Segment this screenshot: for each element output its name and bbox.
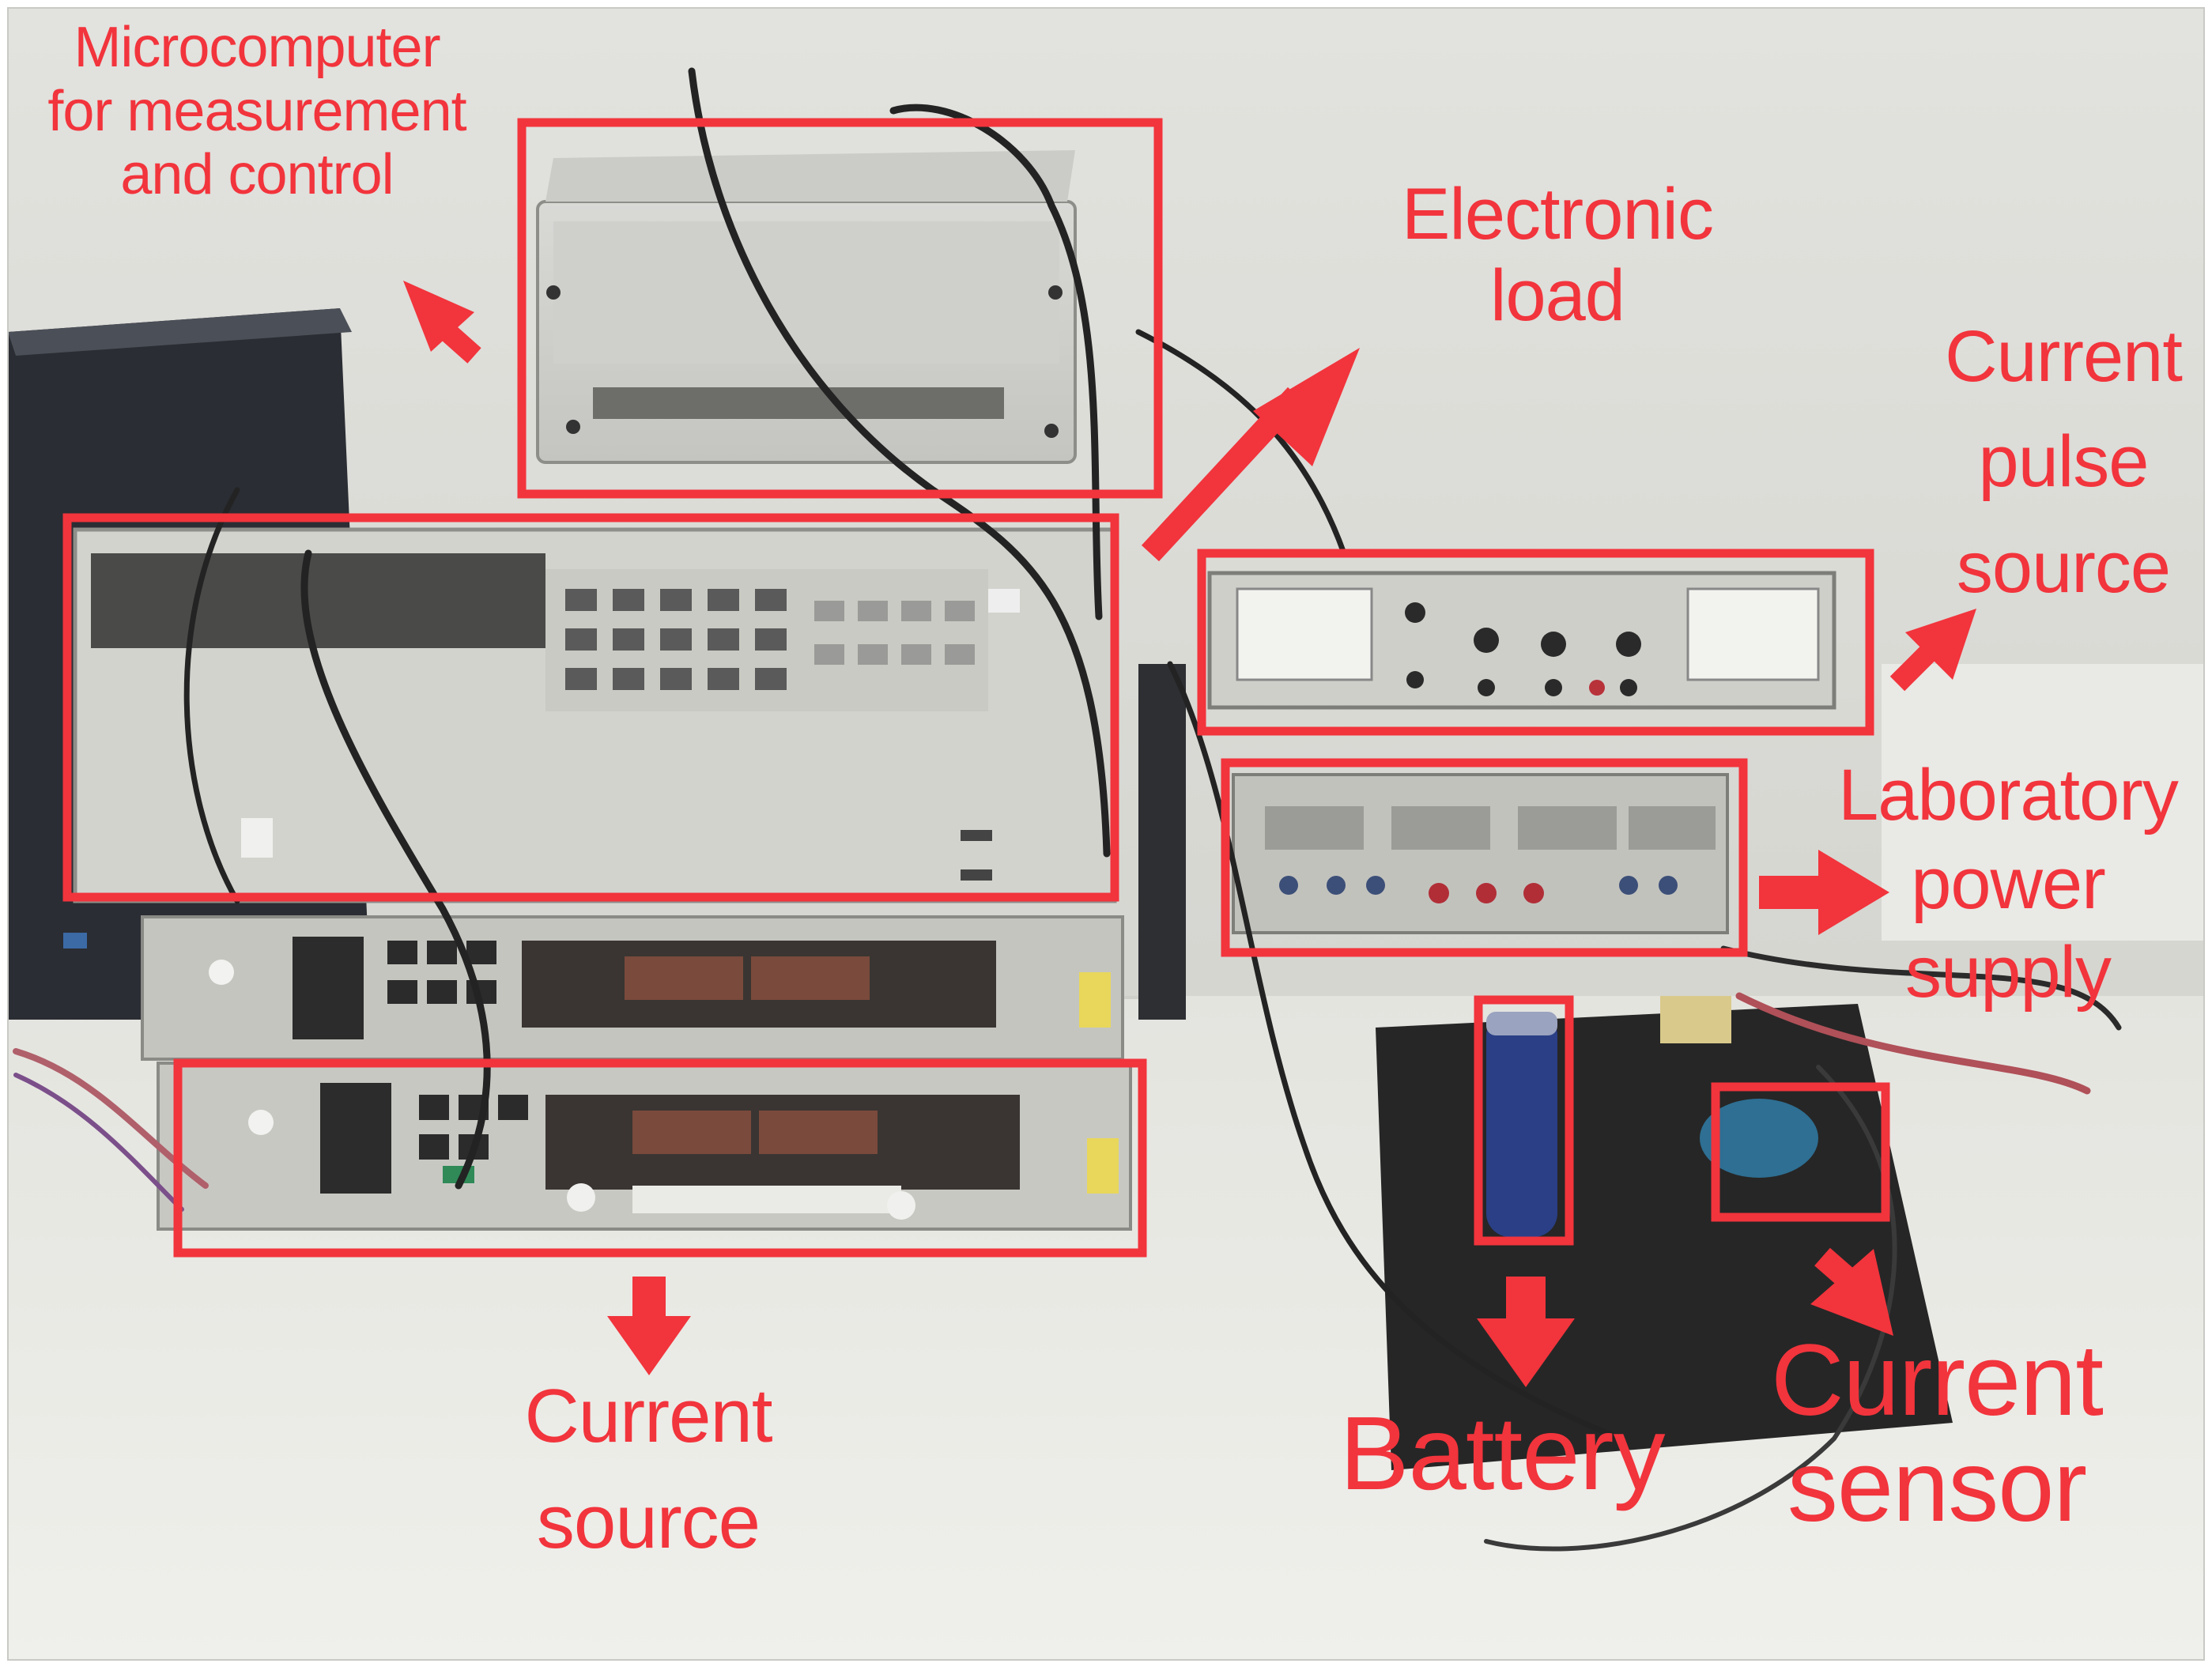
box-current-source [173, 1058, 1147, 1258]
box-electronic-load [62, 513, 1119, 902]
label-battery: Battery [1339, 1395, 1665, 1511]
laboratory-power-supply-unit [1232, 773, 1729, 934]
arrow-electronic-load [1141, 348, 1360, 562]
label-current-source: Current source [524, 1374, 772, 1565]
label-laboratory-power-supply: Laboratory power supply [1838, 755, 2179, 1013]
label-current-sensor: Current sensor [1771, 1324, 2104, 1544]
box-microcomputer [517, 118, 1163, 499]
arrow-microcomputer [403, 281, 481, 364]
box-laboratory-power-supply [1221, 758, 1748, 957]
electronic-load-unit [73, 527, 1117, 903]
label-current-pulse-source: Current pulse source [1945, 316, 2183, 608]
current-pulse-source-unit [1207, 571, 1836, 710]
box-current-sensor [1711, 1082, 1890, 1222]
label-microcomputer: Microcomputer for measurement and contro… [47, 16, 466, 207]
bench-edge-right [1882, 664, 2204, 941]
current-source-upper [141, 915, 1124, 1061]
microcomputer-unit [536, 150, 1077, 464]
box-battery [1474, 995, 1574, 1246]
arrow-current-sensor [1810, 1247, 1893, 1336]
arrow-current-source [607, 1277, 691, 1375]
label-electronic-load: Electronic load [1402, 174, 1714, 337]
arrow-battery [1477, 1277, 1575, 1387]
arrow-current-pulse-source [1889, 609, 1976, 692]
box-current-pulse-source [1197, 549, 1874, 736]
current-source-lower [157, 1062, 1132, 1231]
arrow-laboratory-power-supply [1759, 850, 1889, 935]
